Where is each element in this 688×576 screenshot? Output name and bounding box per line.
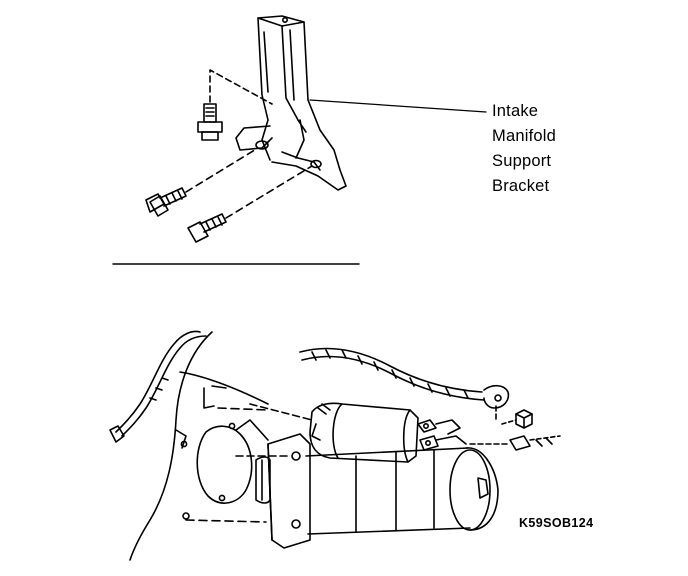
support-bracket [235, 15, 347, 191]
ground-cable [109, 330, 207, 443]
callout-label: Intake Manifold Support Bracket [492, 99, 556, 199]
callout-line-3: Support [492, 152, 552, 170]
bolt-lower-alignment-line [225, 165, 313, 219]
bolt-middle-alignment-line [185, 147, 259, 193]
callout-line-4: Bracket [492, 177, 550, 195]
starter-motor [255, 402, 499, 549]
figure-code: K59SOB124 [519, 516, 594, 530]
callout-line-2: Manifold [492, 127, 556, 145]
mount-alignment-line-upper [249, 403, 313, 421]
bolt-lower [187, 213, 227, 243]
bolt-middle [145, 187, 187, 217]
battery-cable [299, 347, 510, 421]
terminal-nut [515, 409, 533, 429]
callout-line-1: Intake [492, 102, 539, 120]
bolt-top [197, 103, 223, 141]
engine-block-outline [129, 331, 269, 561]
solenoid-wire-connector [509, 435, 561, 451]
bolt-top-alignment-line [209, 69, 273, 105]
callout-leader-line [309, 99, 487, 113]
terminal-nut-alignment-line [501, 419, 517, 425]
